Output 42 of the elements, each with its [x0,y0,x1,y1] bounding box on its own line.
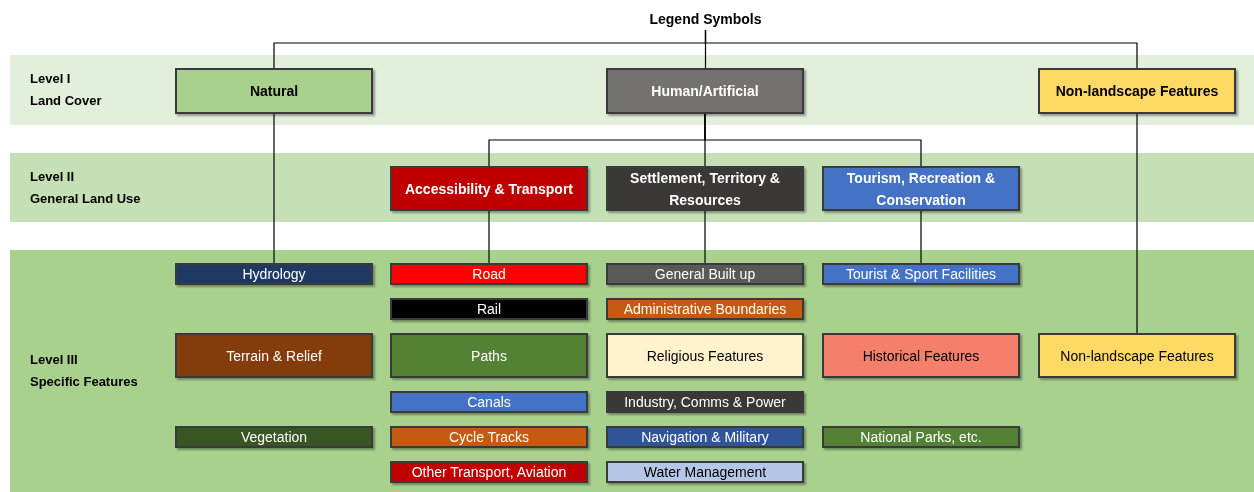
category-box: National Parks, etc. [822,426,1020,448]
level-label: Level III [30,351,79,369]
connector-line [704,210,706,264]
category-box: Water Management [606,461,804,483]
level-label: Specific Features [30,373,138,391]
category-box: Non-landscape Features [1038,68,1236,114]
level-label: Level I [30,70,72,88]
level-label: Level II [30,167,76,186]
category-box: Natural [175,68,373,114]
category-box: Other Transport, Aviation [390,461,588,483]
category-box: Paths [390,333,588,378]
category-box: Non-landscape Features [1038,333,1236,378]
category-box: Cycle Tracks [390,426,588,448]
level-band [10,55,1254,125]
category-box: Tourism, Recreation & Conservation [822,166,1020,211]
category-box: Tourist & Sport Facilities [822,263,1020,285]
connector-line [704,29,1138,69]
connector-line [273,113,275,264]
category-box: Historical Features [822,333,1020,378]
category-box: Administrative Boundaries [606,298,804,320]
category-box: Terrain & Relief [175,333,373,378]
category-box: Religious Features [606,333,804,378]
category-box: Human/Artificial [606,68,804,114]
level-band [10,153,1254,222]
category-box: General Built up [606,263,804,285]
category-box: Navigation & Military [606,426,804,448]
connector-line [704,113,922,167]
category-box: Industry, Comms & Power [606,391,804,413]
category-box: Settlement, Territory & Resources [606,166,804,211]
connector-line [1136,113,1138,334]
connector-line [488,210,490,264]
category-box: Road [390,263,588,285]
level-band [10,250,1254,492]
level-label: General Land Use [30,189,141,208]
category-box: Canals [390,391,588,413]
level-label: Land Cover [30,92,102,110]
category-box: Rail [390,298,588,320]
category-box: Hydrology [175,263,373,285]
category-box: Accessibility & Transport [390,166,588,211]
category-box: Vegetation [175,426,373,448]
diagram-title: Legend Symbols [606,8,805,30]
connector-line [920,210,922,264]
